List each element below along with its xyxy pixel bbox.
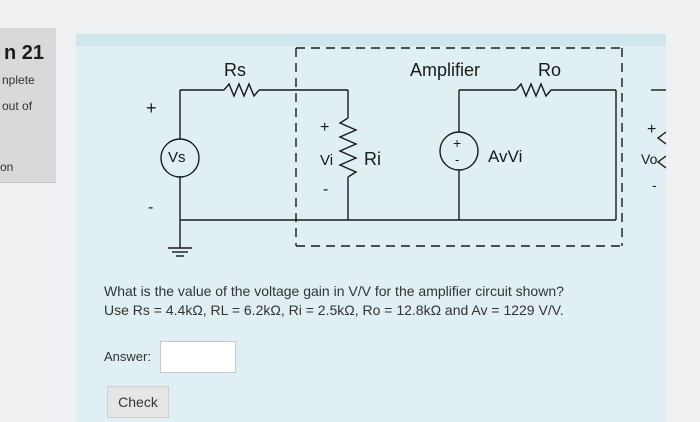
label-plus-source: + xyxy=(146,98,157,118)
label-rs: Rs xyxy=(224,60,246,80)
question-info-panel: n 21 nplete out of on xyxy=(0,28,56,183)
label-ro: Ro xyxy=(538,60,561,80)
question-status: nplete xyxy=(2,73,35,87)
label-minus-dep: - xyxy=(455,152,459,167)
question-line-2: Use Rs = 4.4kΩ, RL = 6.2kΩ, Ri = 2.5kΩ, … xyxy=(104,302,564,318)
flag-question[interactable]: on xyxy=(0,160,14,174)
label-vs: Vs xyxy=(168,149,186,166)
circuit-diagram: Rs Amplifier Ro + - Vs + Vi - Ri + - AvV… xyxy=(146,47,666,257)
check-button[interactable]: Check xyxy=(107,386,169,418)
content-top-strip xyxy=(76,34,666,46)
answer-label: Answer: xyxy=(104,349,151,364)
label-vi: Vi xyxy=(320,152,333,169)
label-minus-vi: - xyxy=(323,181,328,198)
label-avvi: AvVi xyxy=(488,147,522,166)
question-line-1: What is the value of the voltage gain in… xyxy=(104,283,564,299)
question-text: What is the value of the voltage gain in… xyxy=(104,282,644,320)
label-plus-dep: + xyxy=(453,135,461,151)
question-number: n 21 xyxy=(4,42,45,64)
label-ri: Ri xyxy=(364,149,381,169)
label-minus-vo: - xyxy=(652,177,657,193)
label-minus-source: - xyxy=(148,199,153,216)
label-plus-vi: + xyxy=(320,119,329,136)
label-vo: Vo xyxy=(641,151,658,167)
label-amplifier: Amplifier xyxy=(410,60,480,80)
question-marks: out of xyxy=(2,99,33,113)
answer-input[interactable] xyxy=(160,341,236,373)
label-plus-vo: + xyxy=(647,121,656,138)
